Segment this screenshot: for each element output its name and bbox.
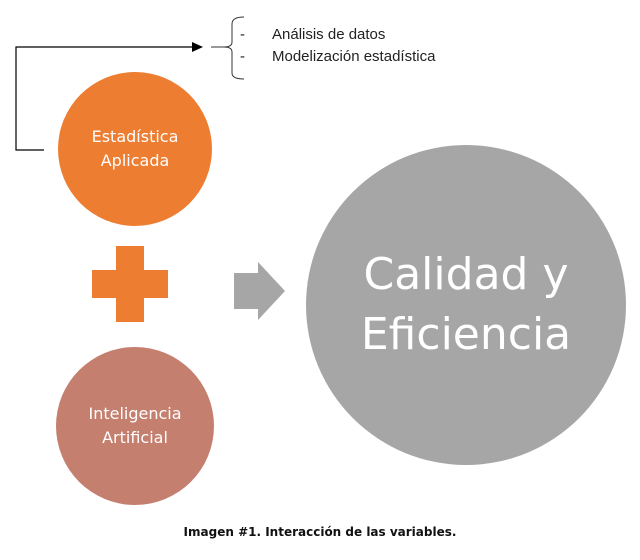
node-label: Calidad y — [363, 249, 569, 300]
inteligencia-artificial-node: Inteligencia Artificial — [56, 347, 214, 505]
right-arrow-icon — [234, 262, 285, 320]
node-label: Eficiencia — [360, 309, 572, 360]
estadistica-aplicada-node: Estadística Aplicada — [58, 72, 212, 226]
brace-icon — [223, 16, 245, 80]
feedback-connector — [15, 46, 192, 151]
list-item: -Modelización estadística — [240, 48, 436, 65]
node-label: Estadística — [91, 127, 179, 146]
figure-caption: Imagen #1. Interacción de las variables. — [183, 525, 457, 539]
bullet-list: -Análisis de datos -Modelización estadís… — [240, 24, 435, 68]
arrowhead-icon — [192, 42, 203, 52]
node-label: Aplicada — [100, 151, 170, 170]
node-label: Inteligencia — [88, 404, 182, 423]
calidad-eficiencia-node: Calidad y Eficiencia — [306, 145, 626, 465]
list-item: -Análisis de datos — [240, 26, 386, 43]
node-label: Artificial — [102, 428, 168, 447]
